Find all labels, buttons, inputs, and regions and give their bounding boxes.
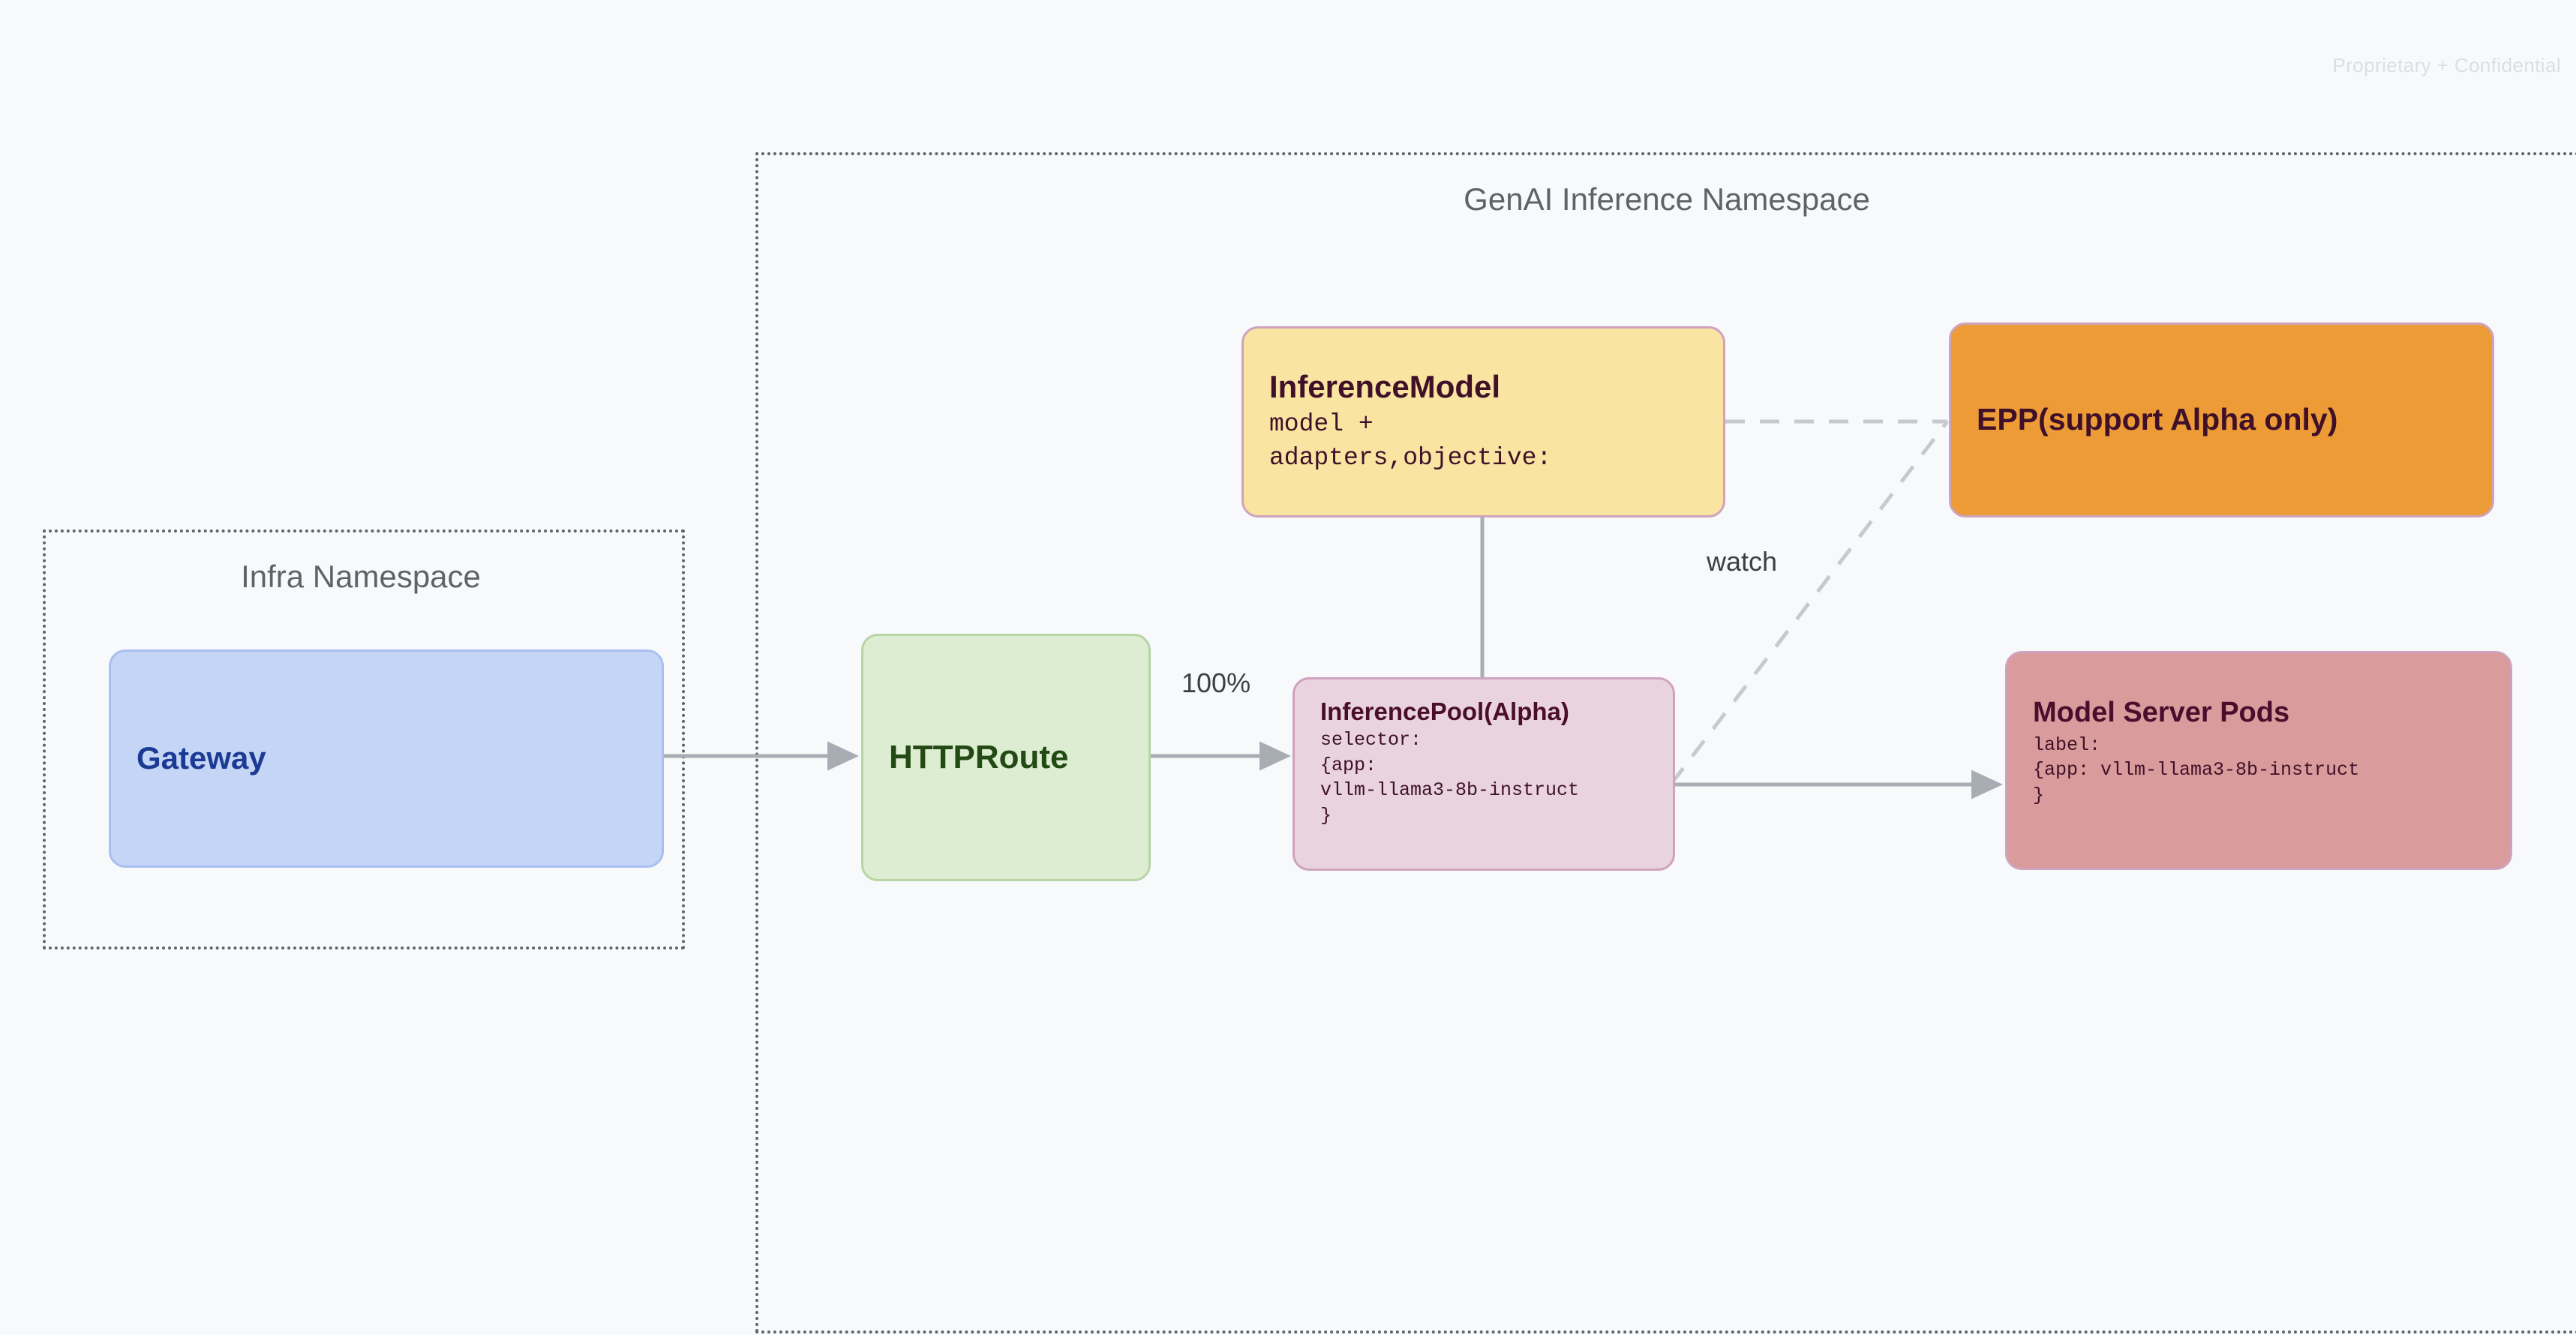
node-inferencemodel-title: InferenceModel [1269, 368, 1501, 404]
node-inferencemodel[interactable]: InferenceModel model + adapters,objectiv… [1241, 326, 1725, 518]
genai-inference-namespace-container [755, 152, 2576, 1334]
node-inferencemodel-body: model + adapters,objective: [1269, 410, 1552, 472]
node-inferencepool-title: InferencePool(Alpha) [1320, 698, 1569, 725]
node-inferencepool[interactable]: InferencePool(Alpha) selector: {app: vll… [1293, 677, 1675, 871]
edge-label-traffic-weight: 100% [1181, 668, 1251, 698]
node-httproute[interactable]: HTTPRoute [861, 634, 1151, 881]
confidentiality-watermark: Proprietary + Confidential [2332, 54, 2561, 76]
node-epp-title: EPP(support Alpha only) [1977, 402, 2338, 437]
node-epp[interactable]: EPP(support Alpha only) [1949, 322, 2494, 518]
node-gateway[interactable]: Gateway [109, 650, 664, 868]
node-model-server-pods-body: label: {app: vllm-llama3-8b-instruct } [2033, 734, 2360, 807]
node-inferencepool-body: selector: {app: vllm-llama3-8b-instruct … [1320, 728, 1580, 827]
genai-namespace-title: GenAI Inference Namespace [1464, 182, 1870, 217]
edge-label-watch: watch [1707, 546, 1778, 577]
node-model-server-pods-title: Model Server Pods [2033, 697, 2290, 728]
infra-namespace-title: Infra Namespace [241, 559, 481, 594]
infra-namespace-container [43, 530, 685, 950]
node-httproute-title: HTTPRoute [889, 738, 1069, 776]
node-gateway-title: Gateway [137, 740, 266, 776]
node-model-server-pods[interactable]: Model Server Pods label: {app: vllm-llam… [2005, 651, 2512, 870]
